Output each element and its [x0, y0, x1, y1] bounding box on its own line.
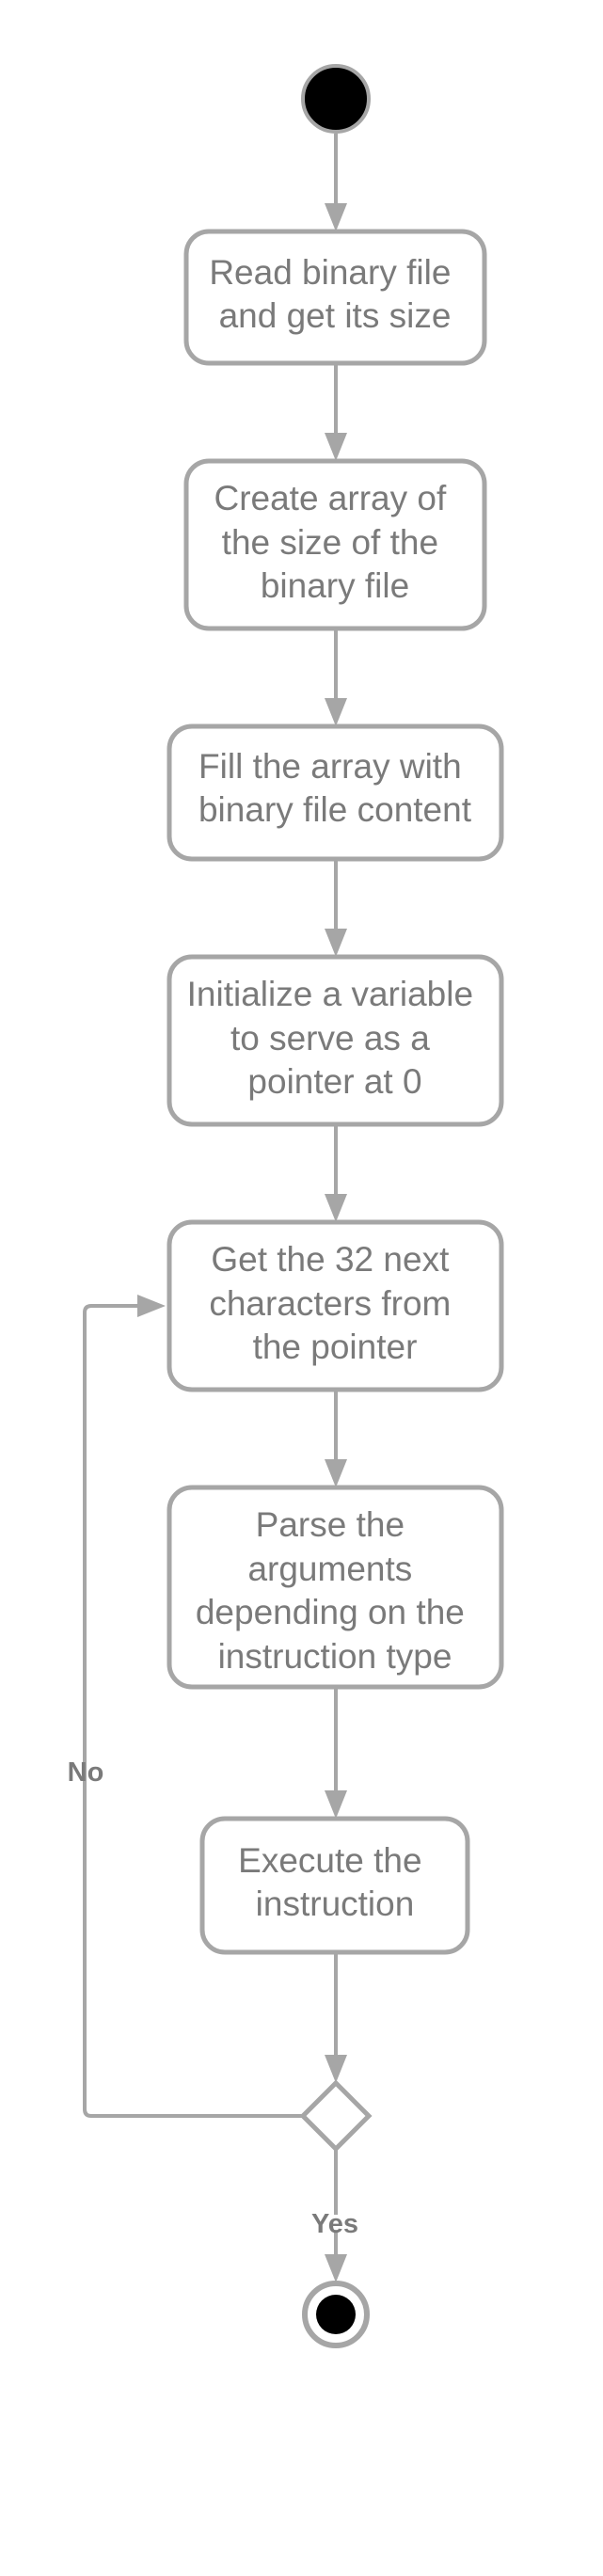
arrowhead — [325, 1194, 347, 1222]
step-line: depending on the — [196, 1593, 465, 1631]
step-line: Read binary file — [209, 253, 451, 292]
step-line: the pointer — [253, 1328, 418, 1366]
step-line: Fill the array with — [198, 747, 462, 786]
arrowhead — [325, 1459, 347, 1487]
arrowhead — [325, 203, 347, 231]
connectors — [83, 134, 347, 2282]
step-box-create-array — [183, 458, 487, 631]
end-node-dot — [316, 2295, 356, 2334]
step-text-read-binary-file: Read binary file and get its size — [209, 253, 460, 335]
step-line: pointer at 0 — [247, 1062, 421, 1101]
step-text-fill-array: Fill the array with binary file content — [198, 747, 472, 829]
step-text-get-next-characters: Get the 32 next characters from the poin… — [209, 1240, 460, 1366]
step-line: and get its size — [219, 296, 452, 335]
edge-label-yes: Yes — [311, 2209, 358, 2239]
step-line: Parse the — [256, 1505, 405, 1544]
step-line: characters from — [209, 1284, 451, 1323]
step-line: binary file — [261, 566, 409, 605]
step-line: binary file content — [198, 790, 472, 829]
step-box-read-binary-file — [183, 229, 487, 366]
arrowhead — [325, 698, 347, 726]
start-node — [301, 64, 371, 134]
step-line: Get the 32 next — [211, 1240, 450, 1279]
step-line: the size of the — [222, 523, 438, 562]
step-box-fill-array — [167, 724, 504, 862]
decision-node — [299, 2079, 373, 2153]
step-line: instruction type — [218, 1637, 452, 1676]
step-line: Create array of — [214, 479, 446, 517]
edge-decision-loop-back — [83, 1304, 303, 2118]
step-box-execute-instruction — [199, 1816, 470, 1955]
edge-label-no: No — [68, 1757, 104, 1788]
arrowhead — [325, 1790, 347, 1819]
step-line: Execute the — [238, 1841, 421, 1880]
arrowhead — [325, 2254, 347, 2282]
step-line: instruction — [256, 1884, 415, 1923]
step-text-create-array: Create array of the size of the binary f… — [214, 479, 455, 605]
step-text-parse-arguments: Parse the arguments depending on the ins… — [196, 1505, 474, 1676]
step-text-execute-instruction: Execute the instruction — [238, 1841, 432, 1923]
step-box-get-next-characters — [167, 1219, 504, 1392]
step-text-initialize-pointer: Initialize a variable to serve as a poin… — [187, 975, 484, 1101]
arrowhead — [325, 433, 347, 461]
step-box-initialize-pointer — [167, 954, 504, 1127]
step-box-parse-arguments — [167, 1485, 504, 1690]
arrowhead — [325, 2055, 347, 2083]
step-line: arguments — [247, 1550, 412, 1588]
step-line: Initialize a variable — [187, 975, 473, 1013]
arrowhead — [137, 1295, 166, 1317]
step-line: to serve as a — [230, 1019, 430, 1057]
arrowhead — [325, 929, 347, 957]
